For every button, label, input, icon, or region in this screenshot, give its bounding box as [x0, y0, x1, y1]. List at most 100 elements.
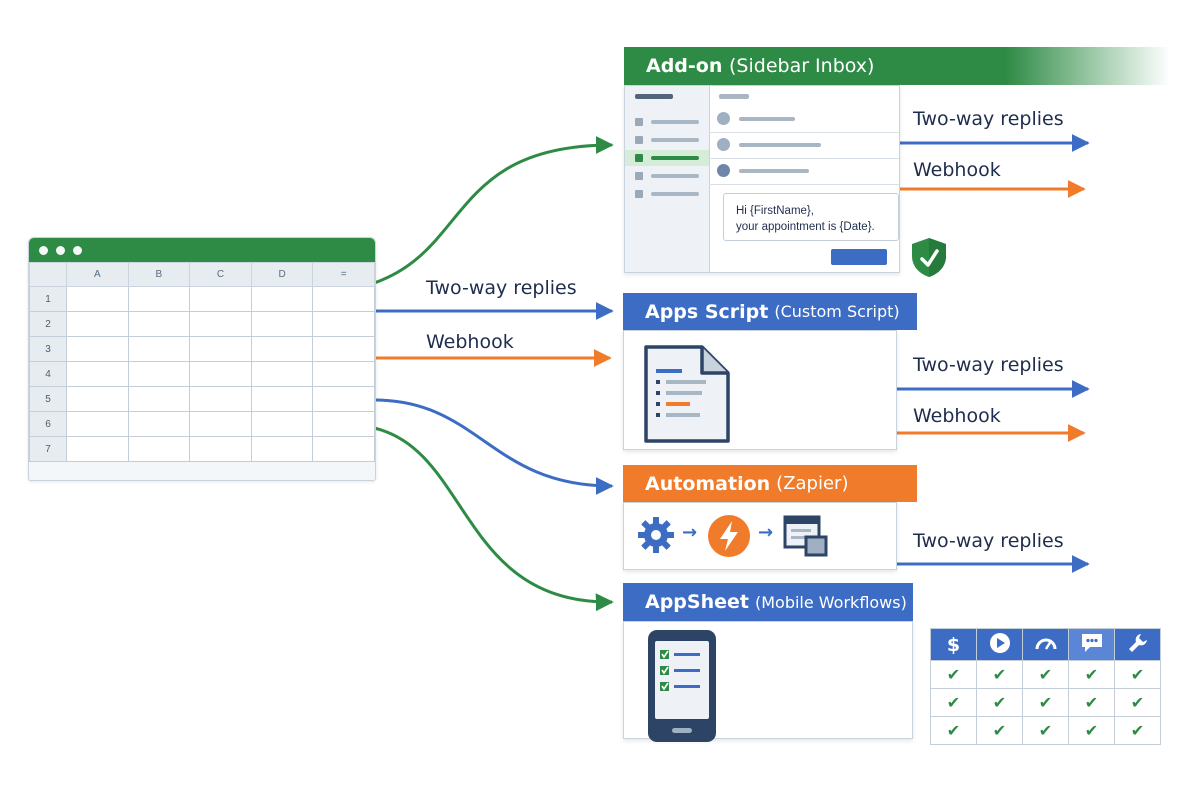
column-header: D — [250, 262, 314, 287]
cell[interactable] — [189, 361, 252, 387]
row-number: 7 — [29, 436, 67, 462]
column-header: C — [189, 262, 252, 287]
cell[interactable] — [127, 286, 191, 312]
wrench-icon — [1114, 628, 1161, 661]
label-two-way-replies: Two-way replies — [913, 530, 1064, 552]
lightning-icon — [708, 515, 750, 557]
apps-script-card-title: Apps Script (Custom Script) — [623, 293, 917, 330]
check-cell: ✔ — [976, 660, 1023, 689]
cell[interactable] — [127, 311, 191, 337]
cell[interactable] — [312, 286, 375, 312]
cell[interactable] — [250, 361, 314, 387]
automation-title: Automation — [645, 472, 771, 495]
compose-line-1: Hi {FirstName}, — [736, 205, 814, 217]
cell[interactable] — [250, 386, 314, 412]
cell[interactable] — [189, 311, 252, 337]
message-row[interactable] — [709, 158, 899, 185]
appsheet-title: AppSheet — [645, 591, 749, 613]
spreadsheet-grid: A B C D = 1 2 3 4 5 6 7 — [29, 262, 375, 462]
addon-title-text: Add-on (Sidebar Inbox) — [646, 55, 875, 77]
arrow-sheet-to-addon — [373, 136, 614, 285]
cell[interactable] — [127, 361, 191, 387]
cell[interactable] — [312, 361, 375, 387]
check-cell: ✔ — [1068, 716, 1115, 745]
apps-script-card-body — [623, 330, 897, 450]
corner-cell — [29, 262, 67, 287]
shield-check-icon — [912, 238, 946, 277]
check-cell: ✔ — [1114, 660, 1161, 689]
cell[interactable] — [66, 361, 129, 387]
send-button[interactable] — [831, 249, 887, 265]
cell[interactable] — [66, 336, 129, 362]
sidebar-item[interactable] — [635, 114, 709, 130]
cell[interactable] — [312, 436, 375, 462]
column-header: B — [127, 262, 191, 287]
label-webhook: Webhook — [913, 405, 1001, 427]
cell[interactable] — [66, 386, 129, 412]
check-cell: ✔ — [930, 716, 977, 745]
row-number: 1 — [29, 286, 67, 312]
message-row[interactable] — [709, 132, 899, 159]
cell[interactable] — [66, 286, 129, 312]
cell[interactable] — [312, 411, 375, 437]
message-list-header — [719, 94, 749, 99]
apps-script-subtitle: (Custom Script) — [774, 302, 900, 321]
form-document-icon — [783, 515, 828, 557]
cell[interactable] — [189, 386, 252, 412]
compose-line-2: your appointment is {Date}. — [736, 221, 875, 233]
cell[interactable] — [127, 436, 191, 462]
cell[interactable] — [189, 336, 252, 362]
cell[interactable] — [189, 436, 252, 462]
cell[interactable] — [250, 436, 314, 462]
cell[interactable] — [312, 311, 375, 337]
check-cell: ✔ — [1068, 660, 1115, 689]
window-dot — [39, 245, 48, 255]
sidebar-item[interactable] — [635, 132, 709, 148]
automation-subtitle: (Zapier) — [776, 473, 849, 494]
row-number: 4 — [29, 361, 67, 387]
cell[interactable] — [312, 336, 375, 362]
cell[interactable] — [189, 411, 252, 437]
cell[interactable] — [312, 386, 375, 412]
check-cell: ✔ — [1114, 688, 1161, 717]
arrow-sheet-to-appsheet — [373, 426, 614, 612]
automation-card-body: → → — [623, 502, 897, 570]
dollar-icon: $ — [930, 628, 977, 661]
arrow-right-icon: → — [758, 522, 774, 543]
cell[interactable] — [127, 386, 191, 412]
cell[interactable] — [66, 436, 129, 462]
cell[interactable] — [250, 411, 314, 437]
spreadsheet-window: A B C D = 1 2 3 4 5 6 7 — [28, 237, 376, 481]
check-cell: ✔ — [1022, 688, 1069, 717]
label-two-way-replies: Two-way replies — [426, 277, 577, 299]
appsheet-card-body — [623, 621, 913, 742]
arrow-sheet-to-zapier — [373, 398, 614, 495]
cell[interactable] — [66, 311, 129, 337]
cell[interactable] — [127, 411, 191, 437]
sidebar-item[interactable] — [635, 186, 709, 202]
cell[interactable] — [250, 336, 314, 362]
cell[interactable] — [250, 286, 314, 312]
label-webhook: Webhook — [913, 159, 1001, 181]
compose-message[interactable]: Hi {FirstName}, your appointment is {Dat… — [723, 193, 899, 241]
sidebar-header-bar — [635, 94, 673, 99]
message-row[interactable] — [709, 106, 899, 133]
appsheet-subtitle: (Mobile Workflows) — [754, 592, 907, 612]
script-document-icon — [644, 345, 730, 443]
sidebar-item[interactable] — [635, 168, 709, 184]
sidebar-item-active[interactable] — [625, 150, 709, 166]
check-cell: ✔ — [976, 716, 1023, 745]
apps-script-title: Apps Script — [645, 300, 769, 323]
row-number: 5 — [29, 386, 67, 412]
label-webhook: Webhook — [426, 331, 514, 353]
check-cell: ✔ — [930, 688, 977, 717]
inbox-sidebar — [625, 86, 710, 272]
cell[interactable] — [127, 336, 191, 362]
addon-card-title: Add-on (Sidebar Inbox) — [624, 47, 1170, 85]
check-cell: ✔ — [1022, 716, 1069, 745]
cell[interactable] — [66, 411, 129, 437]
cell[interactable] — [189, 286, 252, 312]
addon-inbox-panel: Hi {FirstName}, your appointment is {Dat… — [624, 85, 900, 273]
cell[interactable] — [250, 311, 314, 337]
